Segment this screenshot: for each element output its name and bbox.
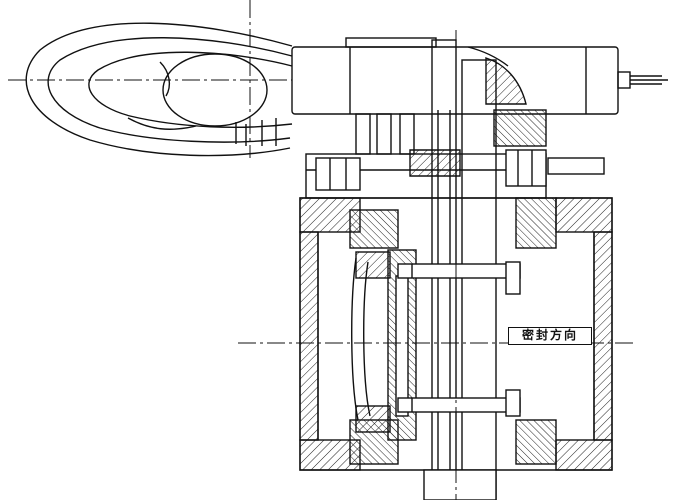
seat-retainer-top — [355, 251, 391, 279]
lug-right — [547, 157, 605, 175]
seat-ring — [351, 257, 359, 421]
handwheel-spoke-2 — [235, 122, 247, 146]
nut-lower — [505, 389, 521, 417]
handwheel-spoke-4 — [127, 117, 197, 130]
nut-upper — [505, 261, 521, 295]
gear-operator — [291, 37, 668, 115]
valve-body — [299, 197, 613, 471]
body-right-wall — [593, 231, 613, 441]
bolt-head-right — [505, 149, 547, 187]
top-flange-right — [555, 197, 613, 233]
seat-retainer-bottom — [355, 405, 391, 433]
handwheel-spoke-1 — [159, 61, 171, 97]
yoke-bracket — [305, 109, 605, 199]
bolt-head-left — [315, 157, 361, 191]
stem-bottom-block — [423, 469, 497, 500]
handwheel-spoke-ring — [88, 51, 293, 128]
sealing-direction-label: 密封方向 — [508, 327, 592, 345]
body-left-wall — [299, 231, 319, 441]
handwheel-inner-rim — [47, 37, 293, 143]
yoke-left-leg — [355, 113, 371, 155]
handwheel-outer-rim — [25, 22, 293, 157]
disc-and-stem — [387, 39, 521, 500]
gearbox-body — [291, 46, 619, 115]
packing-gland — [409, 149, 461, 177]
handwheel-spoke-3 — [261, 118, 277, 146]
stem-shaft-right — [461, 59, 497, 500]
bracket-right-block — [493, 109, 547, 147]
disc-bolt-lower — [397, 397, 521, 413]
yoke-right-leg — [399, 113, 415, 155]
bottom-flange-right — [555, 439, 613, 471]
input-shaft-stub — [617, 71, 631, 89]
handwheel — [25, 22, 293, 157]
handwheel-hub — [162, 53, 268, 127]
gearbox-top-cap — [345, 37, 437, 48]
disc-bolt-upper — [397, 263, 521, 279]
